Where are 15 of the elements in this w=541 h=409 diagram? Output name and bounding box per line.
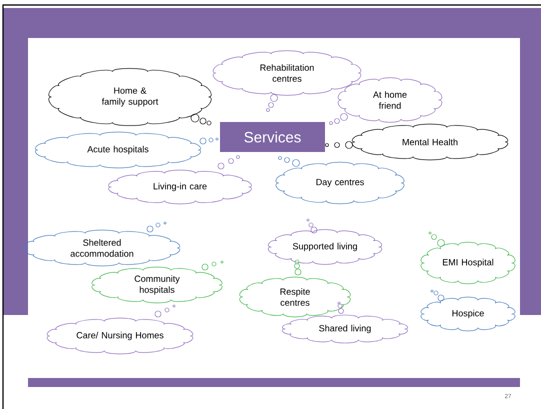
thought-cloud: Supported living xyxy=(268,218,382,265)
thought-cloud: Sheltered accommodation xyxy=(24,222,180,266)
thought-cloud: Home & family support xyxy=(48,68,212,126)
thought-cloud: Mental Health xyxy=(325,124,508,160)
thought-cloud: Rehabilitation centres xyxy=(212,50,362,112)
thought-cloud: Hospice xyxy=(420,290,516,332)
thought-cloud: Respite centres xyxy=(239,260,351,318)
thought-cloud: Acute hospitals xyxy=(35,132,218,168)
thought-cloud: Day centres xyxy=(276,156,404,204)
thought-cloud: Community hospitals xyxy=(92,260,224,304)
thought-cloud: Living-in care xyxy=(108,155,252,204)
thought-cloud: Care/ Nursing Homes xyxy=(46,304,194,354)
title-box: Services xyxy=(220,122,325,152)
thought-cloud: EMI Hospital xyxy=(420,232,516,284)
thought-cloud: At home friend xyxy=(329,77,442,125)
